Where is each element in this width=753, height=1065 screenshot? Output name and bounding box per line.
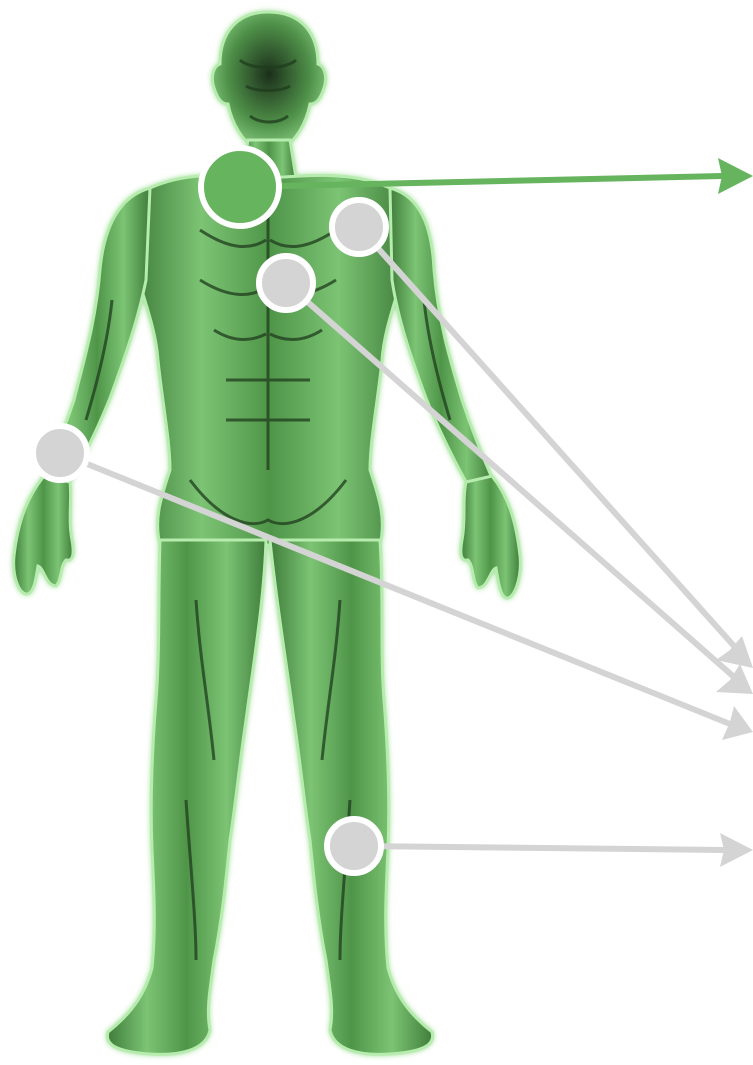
neck-hotspot[interactable] (201, 148, 279, 226)
right-hand-hotspot[interactable] (33, 426, 87, 480)
left-leg (270, 540, 433, 1054)
left-shoulder-hotspot[interactable] (332, 200, 386, 254)
left-hand (461, 476, 520, 598)
left-shoulder-connector (359, 227, 734, 646)
head (212, 12, 325, 150)
right-leg (107, 540, 266, 1054)
left-knee-arrowhead (720, 833, 753, 867)
left-arm (390, 188, 492, 482)
neck-arrowhead (718, 158, 753, 194)
right-hand (14, 476, 73, 594)
left-knee-hotspot[interactable] (327, 819, 381, 873)
chest-hotspot[interactable] (259, 256, 313, 310)
left-knee-connector (354, 846, 724, 850)
